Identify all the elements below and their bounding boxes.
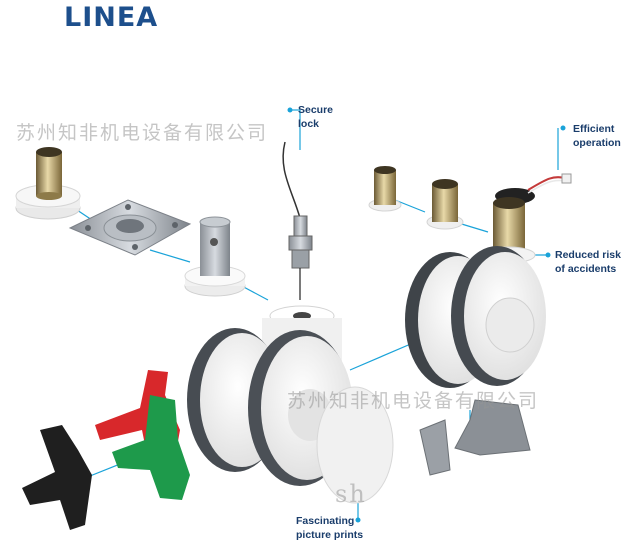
callout-reduced-risk-line1: Reduced risk (555, 249, 621, 261)
brass-insert-right-2 (426, 179, 464, 230)
watermark-partial: sh (335, 480, 367, 508)
callout-secure-lock-line1: Secure (298, 104, 334, 116)
callout-efficient-line1: Efficient (573, 123, 615, 135)
secure-lock-cable (282, 141, 313, 300)
steel-stem (184, 216, 246, 297)
mounting-plate (68, 199, 192, 256)
right-caster-wheel (405, 197, 546, 388)
callout-efficient-line2: operation (573, 137, 621, 149)
watermark-middle: 苏州知非机电设备有限公司 (287, 390, 540, 412)
leader-dots (287, 107, 566, 523)
callout-reduced-risk-line2: of accidents (555, 263, 617, 275)
picture-print-disc (316, 386, 394, 504)
callout-secure-lock-line2: lock (298, 118, 320, 130)
caster-clip (419, 399, 531, 476)
brand-title: LINEA (64, 2, 159, 33)
callout-picture-prints-line1: Fascinating (296, 515, 355, 527)
brake-pedals (22, 370, 190, 530)
callout-secure-lock: Secure lock (298, 103, 333, 131)
callout-reduced-risk: Reduced risk of accidents (555, 248, 621, 276)
callout-efficient-operation: Efficient operation (573, 122, 621, 150)
brass-insert-left (15, 147, 81, 220)
callout-picture-prints-line2: picture prints (296, 529, 364, 541)
callout-picture-prints: Fascinating picture prints (296, 514, 363, 542)
brass-insert-right-1 (368, 166, 402, 212)
watermark-top: 苏州知非机电设备有限公司 (16, 122, 269, 144)
